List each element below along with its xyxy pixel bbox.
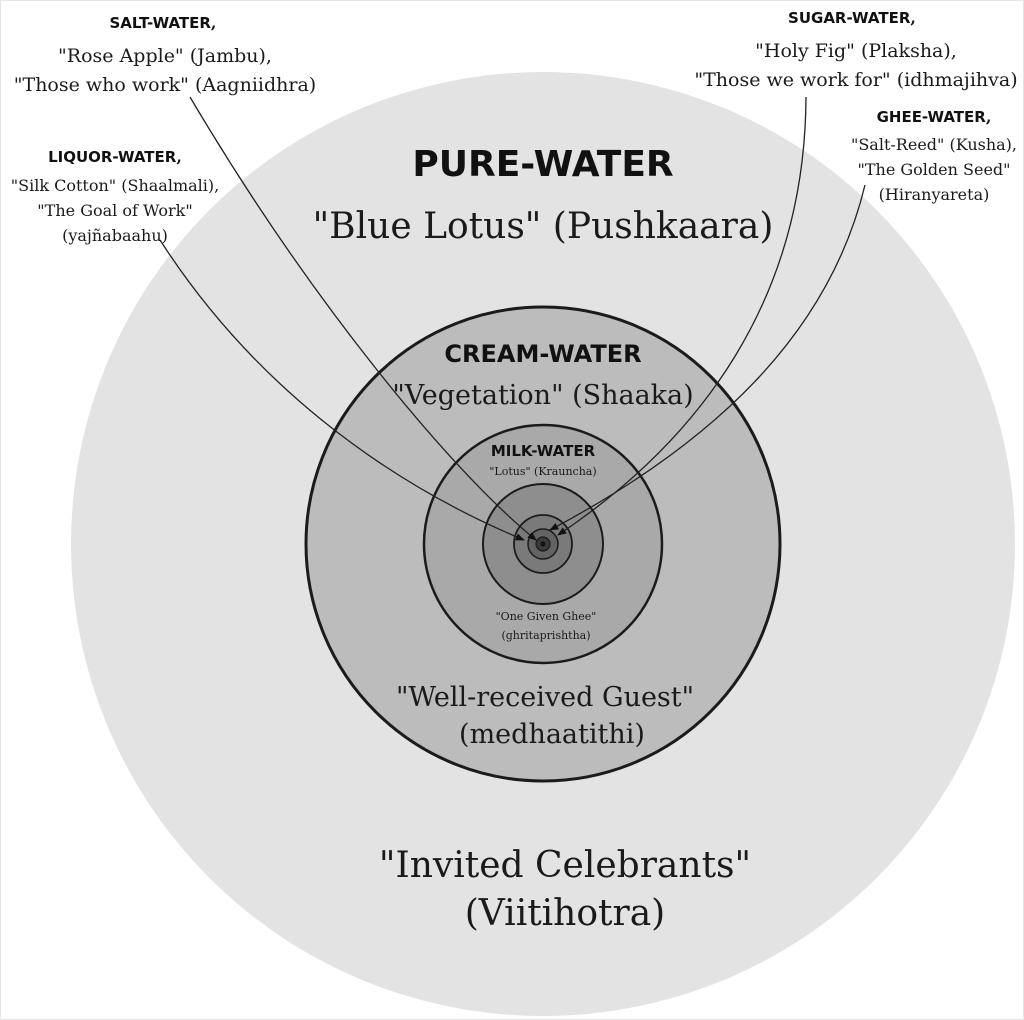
salt-water-comma: , [211, 13, 217, 32]
salt-water-line2: "Those who work" (Aagniidhra) [14, 74, 316, 96]
sugar-water-line2: "Those we work for" (idhmajihva) [694, 69, 1017, 91]
salt-water-heading: SALT-WATER, [110, 13, 217, 32]
sugar-water-comma: , [910, 8, 916, 27]
liquor-water-heading: LIQUOR-WATER, [48, 147, 182, 166]
liquor-water-callout-line [159, 239, 525, 541]
ghee-water-line2: "The Golden Seed" [857, 160, 1010, 179]
milk-water-caption-line1: "One Given Ghee" [496, 610, 597, 623]
ghee-water-line1: "Salt-Reed" (Kusha), [851, 135, 1017, 154]
salt-water-line1: "Rose Apple" (Jambu), [58, 45, 272, 67]
cream-water-caption-line2: (medhaatithi) [459, 719, 645, 750]
sugar-water-line1: "Holy Fig" (Plaksha), [755, 40, 957, 62]
ghee-water-line3: (Hiranyareta) [879, 185, 990, 204]
ghee-water-heading: GHEE-WATER, [877, 107, 992, 126]
pure-water-subtitle: "Blue Lotus" (Pushkaara) [313, 206, 774, 247]
milk-water-subtitle: "Lotus" (Krauncha) [489, 465, 596, 478]
pure-water-title: PURE-WATER [412, 144, 673, 185]
liquor-water-comma: , [176, 147, 182, 166]
milk-water-title: MILK-WATER [491, 442, 596, 460]
liquor-water-line1: "Silk Cotton" (Shaalmali), [11, 176, 219, 195]
salt-water-callout-line [189, 96, 537, 541]
ghee-water-callout-line [549, 184, 866, 531]
liquor-water-line2: "The Goal of Work" [37, 201, 192, 220]
liquor-water-title: LIQUOR-WATER [48, 148, 177, 166]
liquor-water-line3: (yajñabaahu) [62, 226, 168, 245]
sugar-water-heading: SUGAR-WATER, [788, 8, 916, 27]
cream-water-title: CREAM-WATER [444, 340, 641, 368]
ghee-water-comma: , [986, 107, 992, 126]
milk-water-caption-line2: (ghritaprishtha) [501, 629, 590, 642]
ghee-water-title: GHEE-WATER [877, 108, 987, 126]
salt-water-title: SALT-WATER [110, 14, 212, 32]
pure-water-caption-line2: (Viitihotra) [465, 893, 665, 934]
cream-water-subtitle: "Vegetation" (Shaaka) [392, 380, 693, 411]
cream-water-caption-line1: "Well-received Guest" [396, 682, 694, 713]
sugar-water-title: SUGAR-WATER [788, 9, 911, 27]
jambu-island-center [540, 541, 546, 547]
pure-water-caption-line1: "Invited Celebrants" [379, 845, 751, 886]
